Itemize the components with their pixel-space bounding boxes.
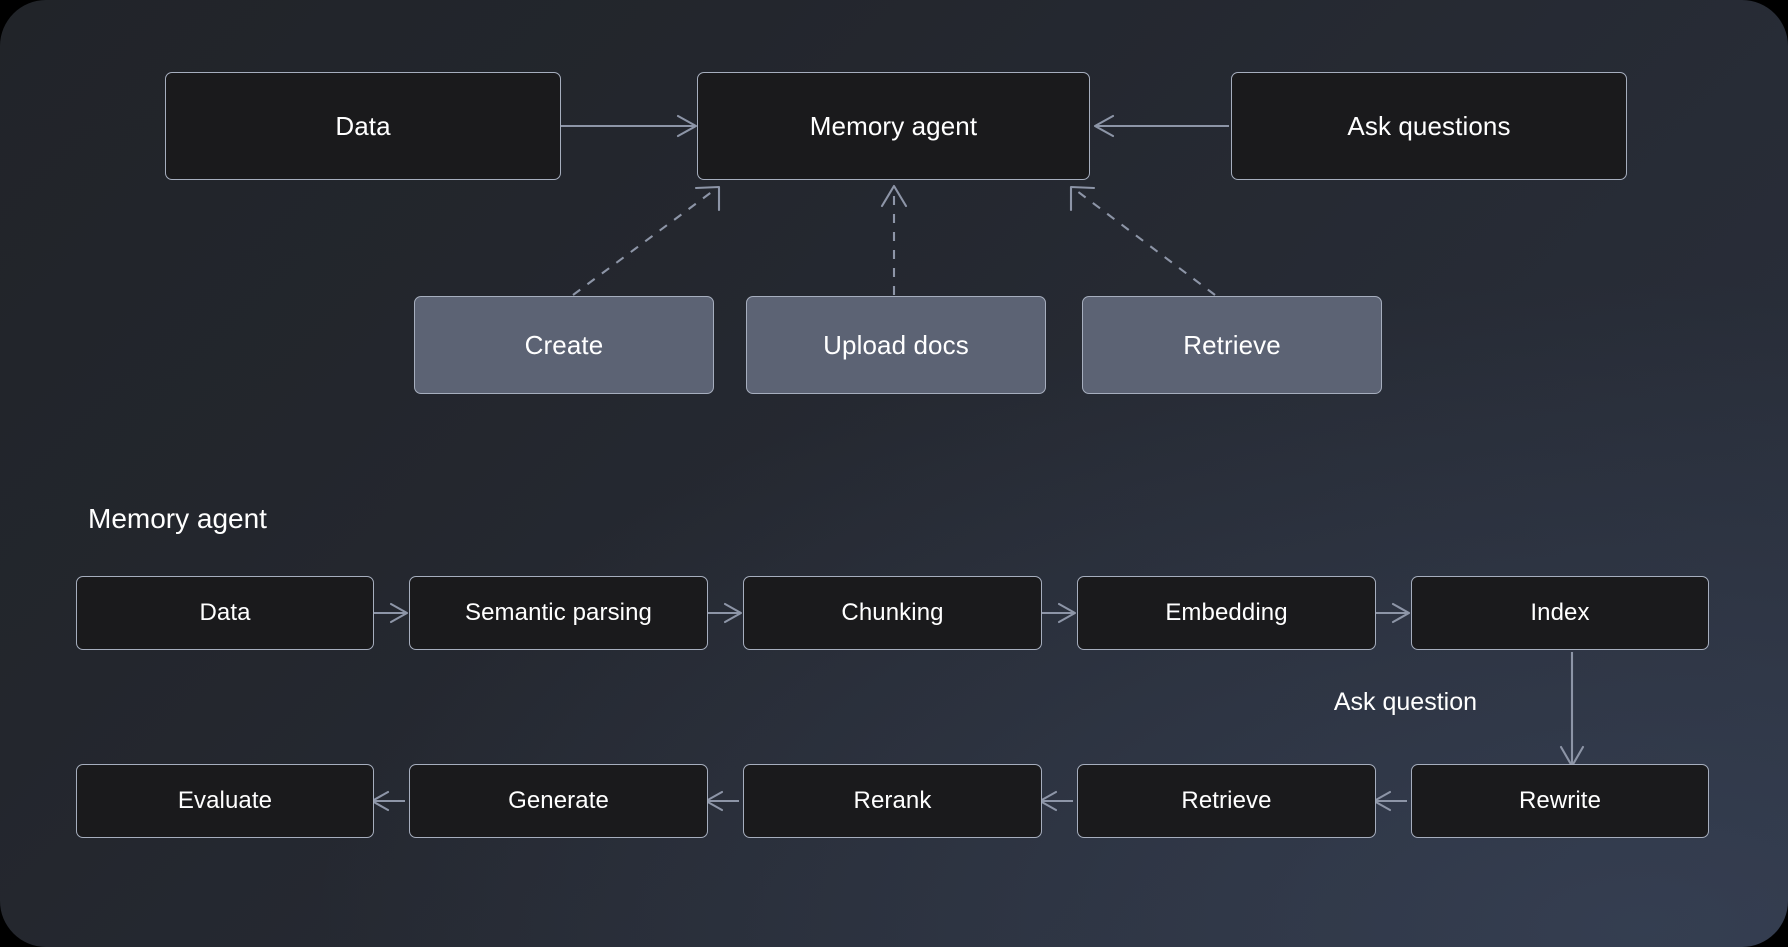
edge-index-to-rewrite <box>1559 652 1585 768</box>
edge-retrieve-to-memory-agent <box>1069 185 1216 296</box>
edge-chunking-to-embedding <box>1042 602 1077 624</box>
edge-create-to-memory-agent <box>572 185 721 296</box>
node-pipeline-semantic-parsing[interactable]: Semantic parsing <box>409 576 708 650</box>
edge-label-ask-question: Ask question <box>1333 688 1477 716</box>
node-data[interactable]: Data <box>165 72 561 180</box>
edge-rerank-to-generate <box>704 790 739 812</box>
node-memory-agent[interactable]: Memory agent <box>697 72 1090 180</box>
edge-generate-to-evaluate <box>370 790 405 812</box>
section-caption-memory-agent: Memory agent <box>88 503 267 534</box>
node-pipeline-index[interactable]: Index <box>1411 576 1709 650</box>
edge-rewrite-to-retrieve <box>1372 790 1407 812</box>
edge-retrieve-to-rerank <box>1038 790 1073 812</box>
node-pipeline-generate[interactable]: Generate <box>409 764 708 838</box>
edge-embedding-to-index <box>1376 602 1411 624</box>
node-pipeline-data[interactable]: Data <box>76 576 374 650</box>
edge-data-to-memory-agent <box>561 114 698 138</box>
edge-semantic-parsing-to-chunking <box>708 602 743 624</box>
node-retrieve[interactable]: Retrieve <box>1082 296 1382 394</box>
node-pipeline-embedding[interactable]: Embedding <box>1077 576 1376 650</box>
edge-upload-docs-to-memory-agent <box>880 184 908 295</box>
node-pipeline-evaluate[interactable]: Evaluate <box>76 764 374 838</box>
node-ask-questions[interactable]: Ask questions <box>1231 72 1627 180</box>
edge-pdata-to-semantic-parsing <box>374 602 409 624</box>
node-pipeline-chunking[interactable]: Chunking <box>743 576 1042 650</box>
edge-ask-questions-to-memory-agent <box>1093 114 1229 138</box>
node-pipeline-retrieve[interactable]: Retrieve <box>1077 764 1376 838</box>
node-upload-docs[interactable]: Upload docs <box>746 296 1046 394</box>
node-pipeline-rewrite[interactable]: Rewrite <box>1411 764 1709 838</box>
node-create[interactable]: Create <box>414 296 714 394</box>
node-pipeline-rerank[interactable]: Rerank <box>743 764 1042 838</box>
